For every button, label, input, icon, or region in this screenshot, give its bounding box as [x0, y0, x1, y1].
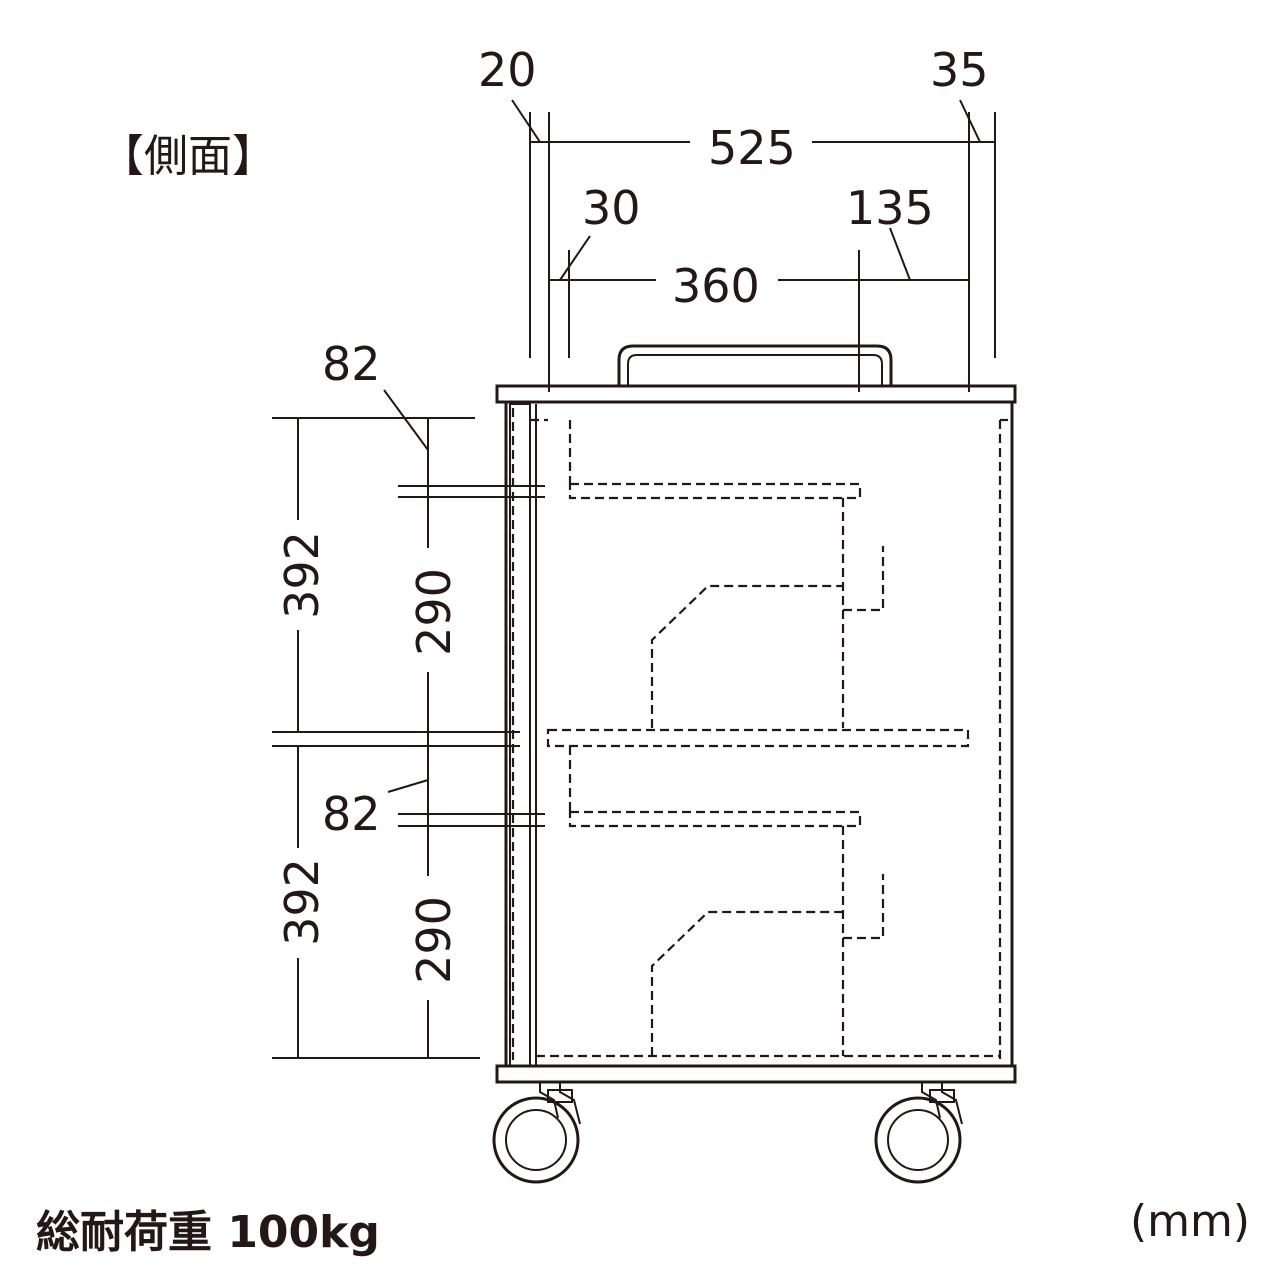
rear-caster — [874, 1082, 963, 1184]
unit-label: (mm) — [1129, 1196, 1250, 1247]
dim-lower-shelf-gap: 82 — [322, 787, 381, 841]
dim-lower-clear-height: 290 — [407, 896, 461, 984]
cart-handle — [617, 344, 893, 386]
dim-upper-shelf-gap: 82 — [322, 337, 381, 391]
dim-inner-depth: 360 — [672, 259, 760, 313]
upper-device-outline — [568, 420, 885, 728]
lower-device-outline — [568, 746, 885, 1056]
dim-top-depth: 525 — [708, 121, 796, 175]
dim-lower-bay-height: 392 — [275, 858, 329, 946]
dim-inner-left-offset: 30 — [582, 181, 641, 235]
load-capacity-label: 総耐荷重 100kg — [36, 1207, 380, 1258]
left-dimension-lines — [272, 389, 545, 1059]
bottom-board — [495, 1064, 1017, 1084]
view-title: 【側面】 — [100, 131, 276, 182]
front-caster — [492, 1082, 581, 1184]
dim-upper-clear-height: 290 — [407, 568, 461, 656]
top-board — [495, 384, 1017, 404]
dim-side-right-offset: 35 — [930, 43, 989, 97]
cabinet-frame — [504, 402, 1014, 1067]
dim-upper-bay-height: 392 — [275, 531, 329, 619]
dim-side-left-offset: 20 — [478, 43, 537, 97]
top-dimension-lines — [511, 99, 996, 392]
dim-inner-right-offset: 135 — [846, 181, 934, 235]
middle-shelf — [546, 728, 970, 748]
